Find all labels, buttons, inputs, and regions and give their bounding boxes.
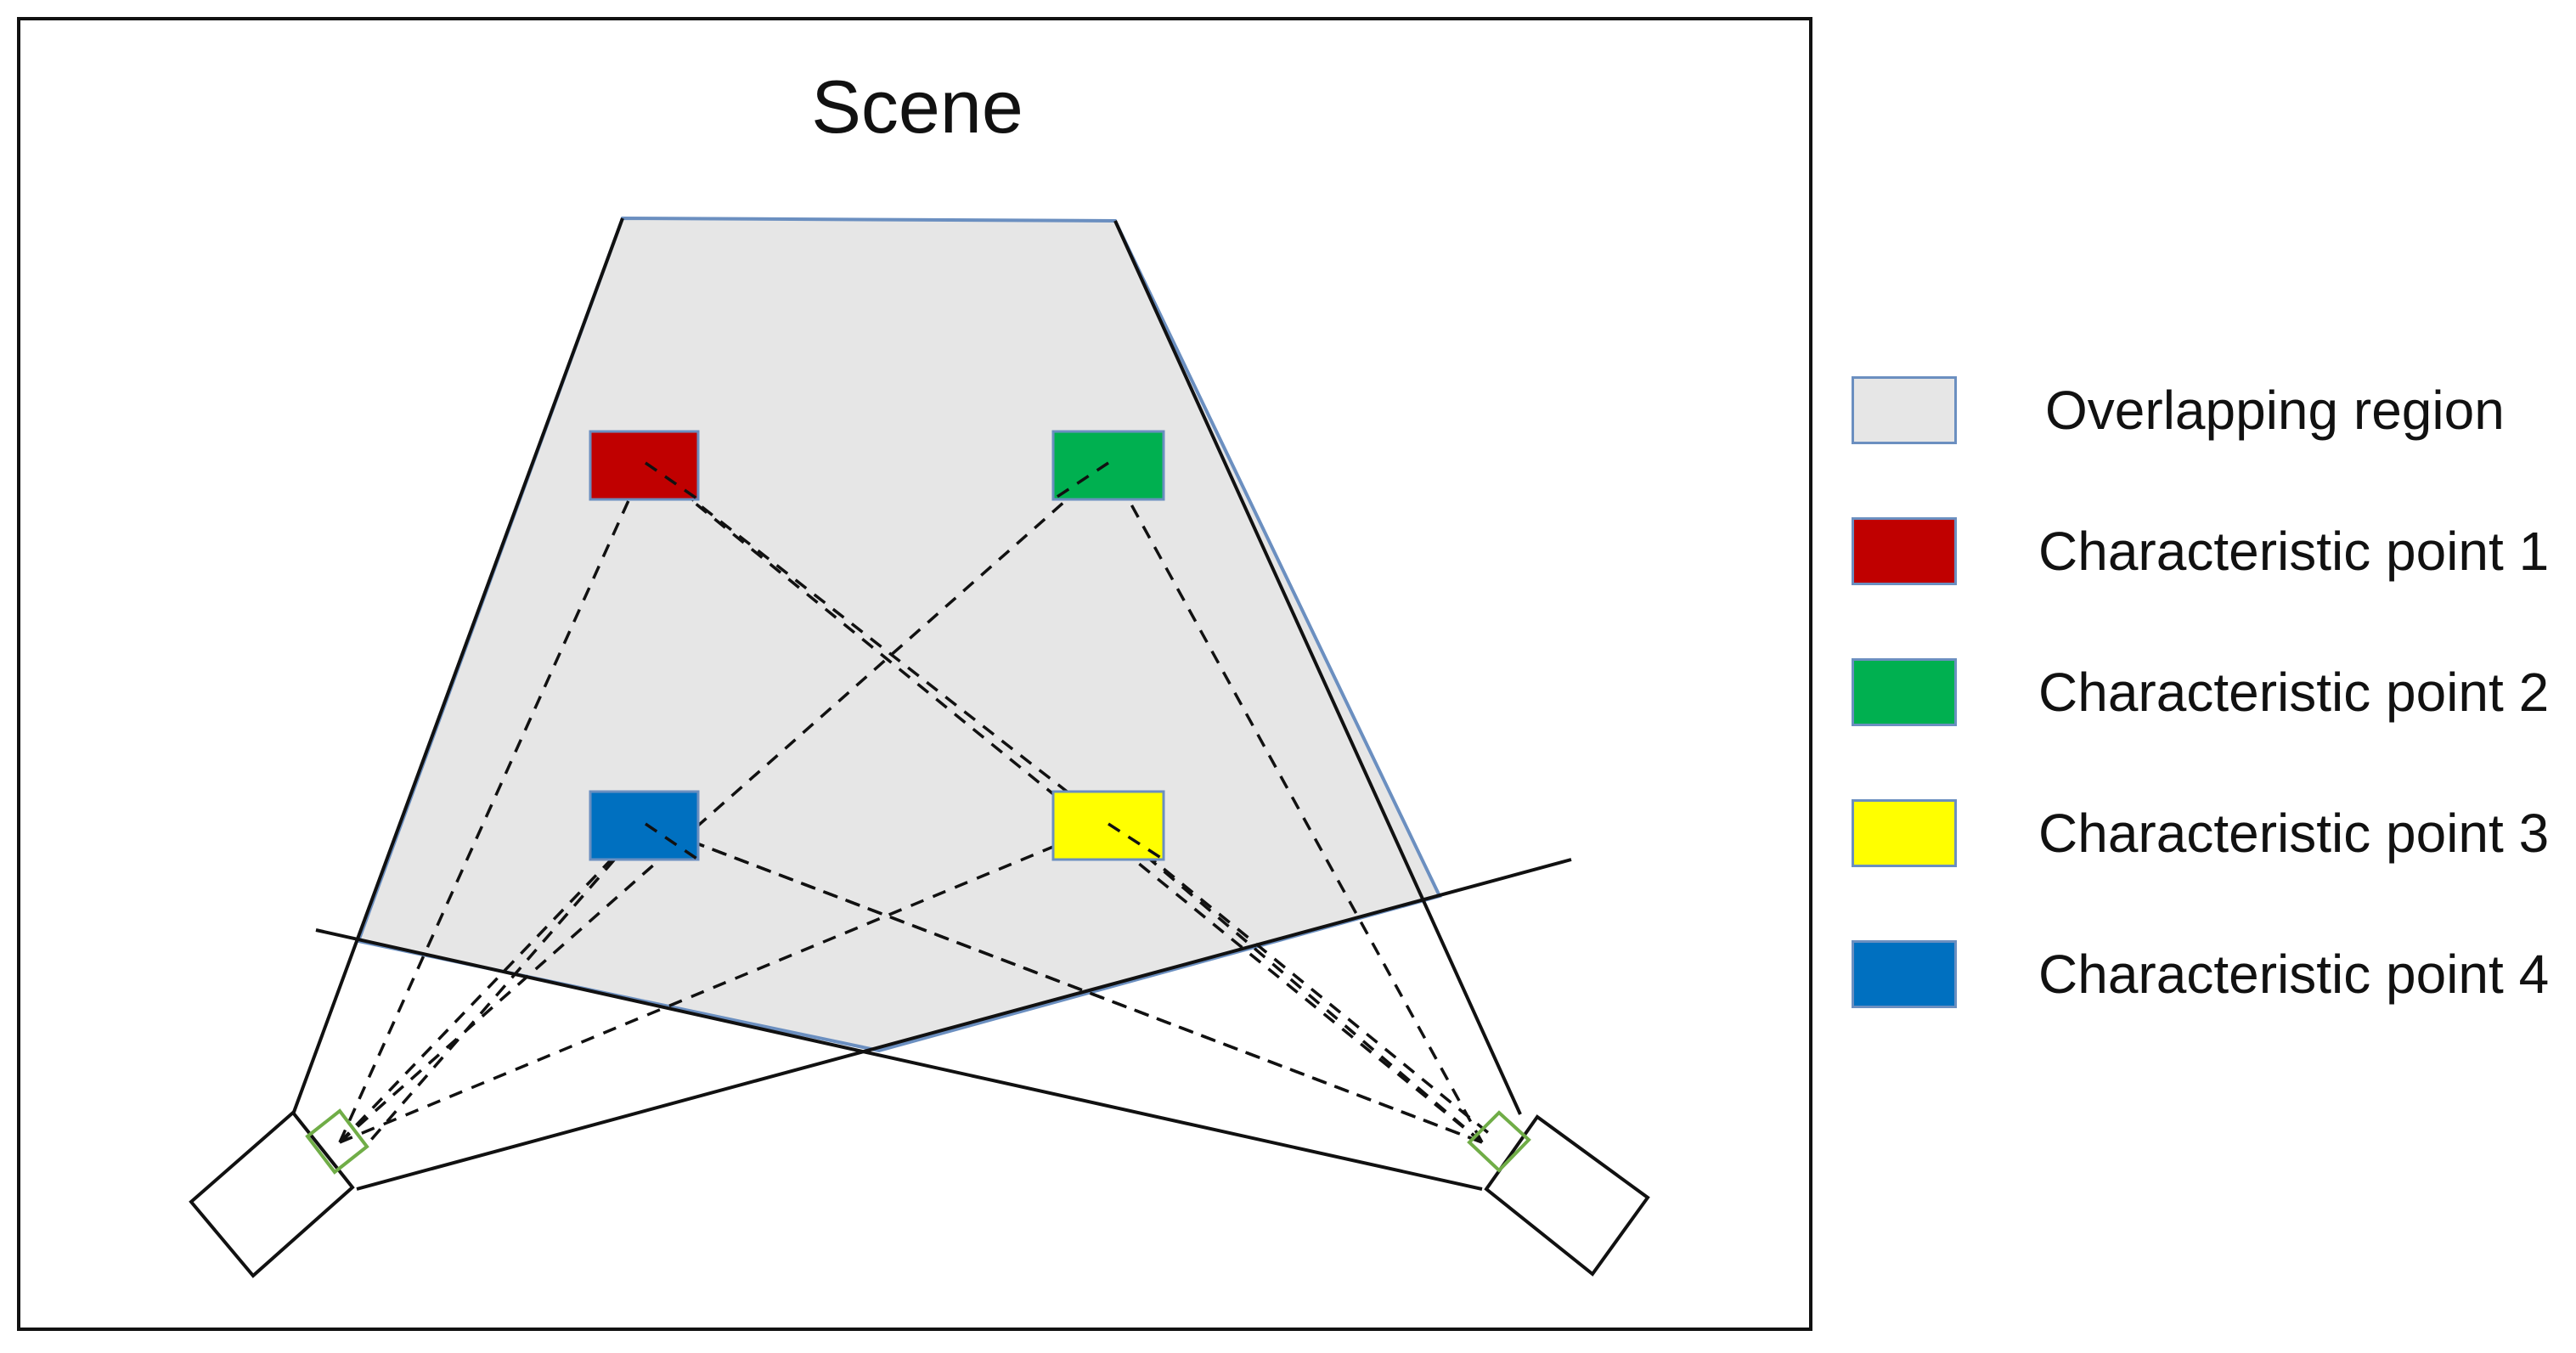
right-camera-fov-edge-top bbox=[1113, 220, 1522, 1115]
characteristic-point-4 bbox=[589, 790, 700, 861]
camera-icon bbox=[189, 1110, 355, 1278]
right-camera-fov-edge-bottom bbox=[315, 928, 1483, 1191]
right-camera-sight-lines bbox=[364, 461, 1497, 1148]
legend-label: Characteristic point 1 bbox=[2038, 521, 2550, 582]
legend: Overlapping region Characteristic point … bbox=[1852, 374, 2565, 1079]
right-camera-sensor bbox=[1467, 1110, 1531, 1173]
right-camera bbox=[1467, 1110, 1650, 1277]
legend-swatch bbox=[1852, 658, 1957, 726]
characteristic-point-2 bbox=[1051, 430, 1165, 501]
left-camera bbox=[189, 1108, 369, 1278]
legend-item-overlapping-region: Overlapping region bbox=[1852, 374, 2565, 447]
legend-label: Characteristic point 4 bbox=[2038, 944, 2550, 1005]
legend-label: Characteristic point 3 bbox=[2038, 803, 2550, 864]
legend-swatch bbox=[1852, 376, 1957, 444]
overlapping-region bbox=[356, 216, 1442, 1053]
legend-item-characteristic-point-4: Characteristic point 4 bbox=[1852, 938, 2565, 1011]
scene-frame bbox=[17, 17, 1812, 1331]
left-camera-sensor bbox=[305, 1108, 369, 1175]
legend-swatch bbox=[1852, 799, 1957, 867]
left-camera-fov-edge-bottom bbox=[356, 858, 1572, 1191]
legend-swatch bbox=[1852, 940, 1957, 1008]
legend-swatch bbox=[1852, 517, 1957, 585]
legend-item-characteristic-point-2: Characteristic point 2 bbox=[1852, 656, 2565, 729]
camera-icon bbox=[1484, 1114, 1650, 1277]
characteristic-point-1 bbox=[589, 430, 700, 501]
legend-label: Overlapping region bbox=[2045, 380, 2505, 441]
legend-item-characteristic-point-1: Characteristic point 1 bbox=[1852, 515, 2565, 588]
legend-label: Characteristic point 2 bbox=[2038, 662, 2550, 723]
left-camera-fov-edge-top bbox=[291, 217, 624, 1115]
scene-title: Scene bbox=[811, 65, 1023, 149]
legend-item-characteristic-point-3: Characteristic point 3 bbox=[1852, 797, 2565, 870]
